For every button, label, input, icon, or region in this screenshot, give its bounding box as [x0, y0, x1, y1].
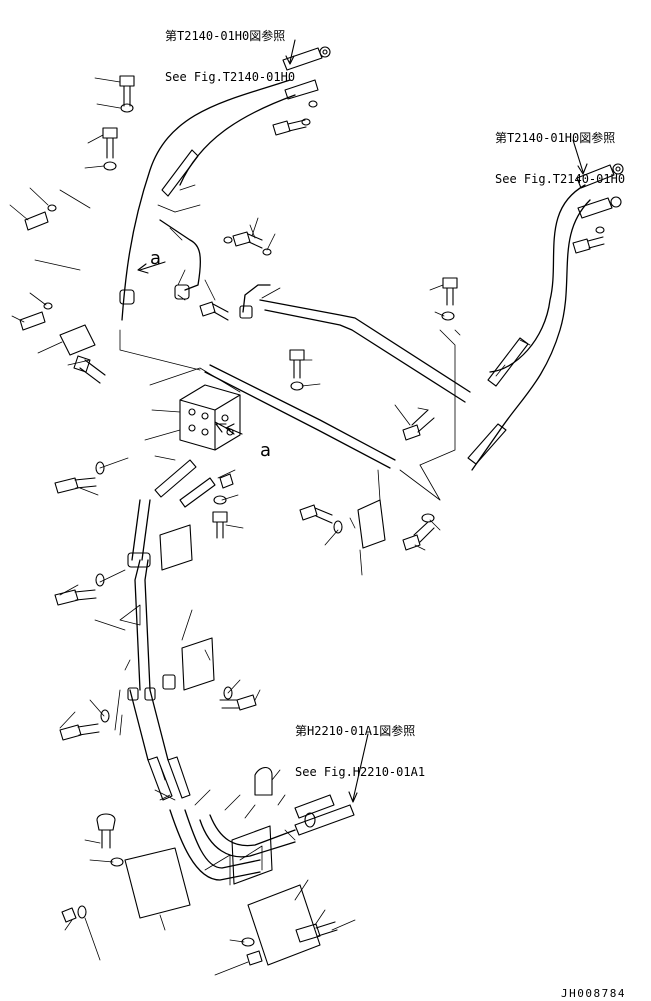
washers	[43, 100, 605, 966]
view-arrows	[137, 261, 243, 435]
drawing-number: JH008784	[561, 987, 626, 1000]
view-marker-a-upper: a	[150, 248, 162, 269]
leader-lines	[9, 77, 531, 976]
reference-leaders	[285, 39, 588, 803]
clamps	[119, 284, 273, 796]
reference-en-right: See Fig.T2140-01H0	[495, 171, 626, 186]
assembly-outlines	[59, 189, 456, 886]
flexible-hoses	[121, 79, 591, 471]
valve-block	[179, 384, 241, 451]
reference-jp-top: 第T2140-01H0図参照	[165, 28, 286, 43]
brackets	[59, 324, 386, 966]
rigid-tubes	[129, 219, 471, 881]
reference-jp-bottom: 第H2210-01A1図参照	[295, 723, 416, 738]
reference-note-right: 第T2140-01H0図参照 See Fig.T2140-01H0	[495, 104, 625, 214]
reference-en-top: See Fig.T2140-01H0	[165, 69, 296, 84]
hose-fittings	[147, 46, 624, 836]
reference-note-top: 第T2140-01H0図参照 See Fig.T2140-01H0	[165, 2, 295, 112]
reference-note-bottom: 第H2210-01A1図参照 See Fig.H2210-01A1	[295, 697, 425, 807]
bolts	[19, 75, 605, 943]
reference-jp-right: 第T2140-01H0図参照	[495, 130, 616, 145]
view-marker-a-lower: a	[260, 440, 272, 461]
reference-en-bottom: See Fig.H2210-01A1	[295, 764, 426, 779]
